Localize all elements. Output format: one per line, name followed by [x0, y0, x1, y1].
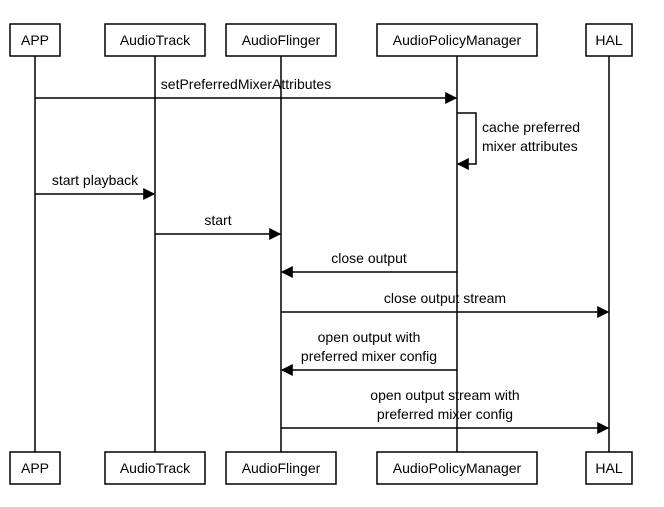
participant-audioflinger-top: AudioFlinger	[225, 23, 337, 57]
participant-box	[376, 23, 538, 57]
message-8: open output stream with preferred mixer c…	[281, 387, 610, 434]
participant-hal-top: HAL	[585, 23, 633, 57]
participant-audiopolicymanager-top: AudioPolicyManager	[376, 23, 538, 57]
participant-label: AudioTrack	[120, 460, 191, 476]
message-label: preferred mixer config	[377, 406, 513, 422]
message-label: preferred mixer config	[301, 348, 437, 364]
participant-box	[225, 451, 337, 485]
participant-box	[225, 23, 337, 57]
message-4: start	[155, 212, 282, 240]
participant-app-bottom: APP	[9, 451, 61, 485]
participant-audioflinger-bottom: AudioFlinger	[225, 451, 337, 485]
participant-label: AudioPolicyManager	[393, 32, 522, 48]
participant-box	[104, 23, 206, 57]
participant-box	[9, 451, 61, 485]
participant-box	[585, 23, 633, 57]
message-label: open output stream with	[370, 387, 519, 403]
participant-audiotrack-top: AudioTrack	[104, 23, 206, 57]
message-2: cache preferred mixer attributes	[456, 112, 580, 170]
participant-box	[9, 23, 61, 57]
message-label: open output with	[318, 329, 421, 345]
participant-label: AudioFlinger	[242, 32, 321, 48]
message-label: cache preferred	[482, 119, 580, 135]
message-1: setPreferredMixerAttributes	[35, 76, 458, 104]
participant-label: AudioFlinger	[242, 460, 321, 476]
participant-box	[104, 451, 206, 485]
message-5: close output	[280, 250, 457, 278]
message-label: start playback	[52, 172, 139, 188]
message-label: close output	[331, 250, 407, 266]
participant-hal-bottom: HAL	[585, 451, 633, 485]
message-label: setPreferredMixerAttributes	[161, 76, 331, 92]
message-label: start	[204, 212, 231, 228]
participant-box	[376, 451, 538, 485]
message-6: close output stream	[281, 290, 610, 318]
message-label: close output stream	[384, 290, 506, 306]
participant-label: HAL	[595, 460, 622, 476]
participant-label: APP	[21, 32, 49, 48]
participant-label: HAL	[595, 32, 622, 48]
participant-label: AudioPolicyManager	[393, 460, 522, 476]
message-label: mixer attributes	[482, 138, 578, 154]
message-3: start playback	[35, 172, 156, 200]
participant-label: AudioTrack	[120, 32, 191, 48]
participant-audiotrack-bottom: AudioTrack	[104, 451, 206, 485]
message-7: open output with preferred mixer config	[280, 329, 457, 376]
self-message-arrow	[456, 112, 477, 170]
participant-label: APP	[21, 460, 49, 476]
participant-app-top: APP	[9, 23, 61, 57]
participant-audiopolicymanager-bottom: AudioPolicyManager	[376, 451, 538, 485]
participant-box	[585, 451, 633, 485]
